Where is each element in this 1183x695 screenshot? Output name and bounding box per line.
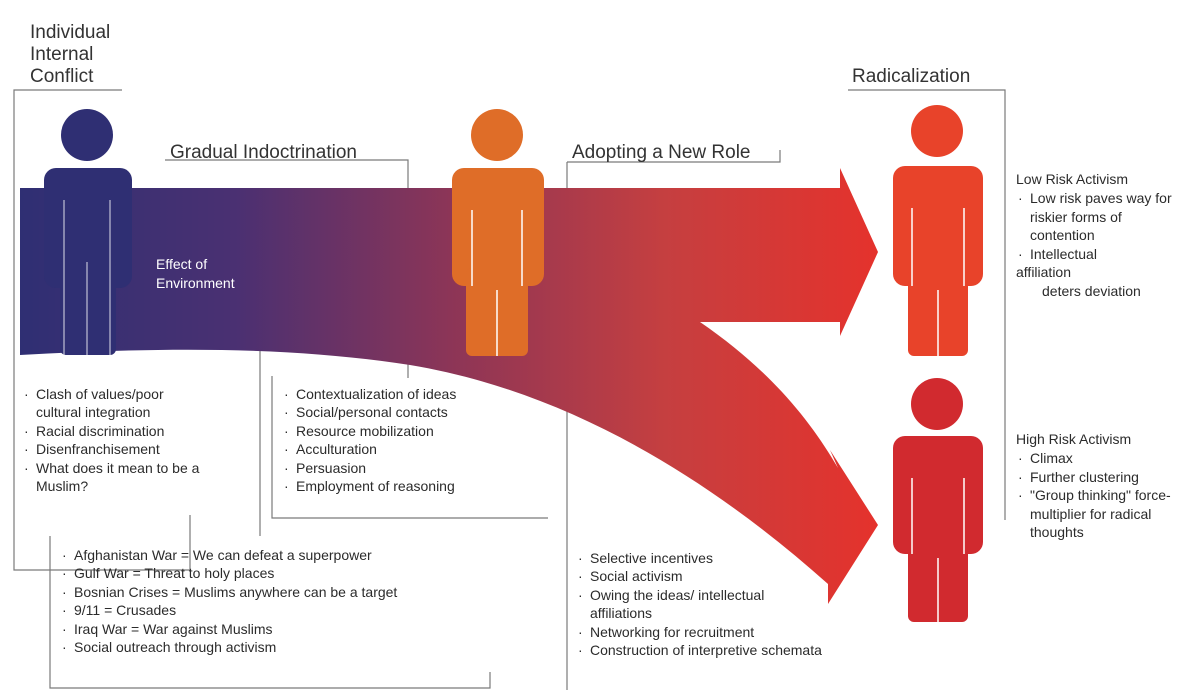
stage-adopting-label: Adopting a New Role [572,142,751,163]
list-item: Low risk paves way for riskier forms of … [1016,189,1181,244]
low-risk-continuation-2: deters deviation [1042,282,1141,299]
bracket-gradual-box [271,376,548,519]
indoctrination-list: Contextualization of ideas Social/person… [282,385,542,496]
list-item: Selective incentives [576,549,826,568]
bracket-adopting [567,150,781,163]
stage-radicalization-label: Radicalization [852,66,971,87]
environment-list: Afghanistan War = We can defeat a superp… [60,546,490,657]
list-item: Acculturation [282,440,542,459]
indoctrinated-figure-detail [471,210,523,356]
low-risk-block: Low Risk Activism Low risk paves way for… [1016,170,1181,300]
list-item: Employment of reasoning [282,477,542,496]
low-risk-figure-detail [911,208,965,356]
list-item: Racial discrimination [22,422,207,441]
bracket-environment-box [49,536,491,689]
list-item: "Group thinking" force-multiplier for ra… [1016,486,1181,541]
high-risk-figure-detail [911,478,965,622]
list-item: Social activism [576,567,826,586]
list-item: Afghanistan War = We can defeat a superp… [60,546,490,565]
low-risk-title: Low Risk Activism [1016,171,1129,187]
role-list: Selective incentives Social activism Owi… [576,549,826,660]
stage-gradual-label: Gradual Indoctrination [170,142,357,163]
bracket-lines [13,89,1006,690]
list-item: Social/personal contacts [282,403,542,422]
list-item: Bosnian Crises = Muslims anywhere can be… [60,583,490,602]
list-item: Contextualization of ideas [282,385,542,404]
list-item: 9/11 = Crusades [60,601,490,620]
list-item: What does it mean to be a Muslim? [22,459,207,496]
list-item: Networking for recruitment [576,623,826,642]
list-item: Intellectual [1016,245,1181,264]
individual-figure-detail [63,200,111,355]
list-item: Social outreach through activism [60,638,490,657]
list-item: Owing the ideas/ intellectual affiliatio… [576,586,826,623]
low-risk-continuation: affiliation [1016,264,1072,281]
list-item: Iraq War = War against Muslims [60,620,490,639]
list-item: Climax [1016,449,1181,468]
low-risk-person-icon [893,105,983,356]
list-item: Construction of interpretive schemata [576,641,826,660]
list-item: Resource mobilization [282,422,542,441]
list-item: Disenfranchisement [22,440,207,459]
stage-individual-label: Individual Internal Conflict [30,22,111,87]
list-item: Persuasion [282,459,542,478]
bracket-radicalization [848,89,1006,520]
flow-arrow [20,168,878,604]
bracket-individual [13,89,122,380]
high-risk-title: High Risk Activism [1016,431,1132,447]
conflict-list: Clash of values/poor cultural integratio… [22,385,207,496]
list-item: Clash of values/poor cultural integratio… [22,385,207,422]
list-item: Gulf War = Threat to holy places [60,564,490,583]
effect-of-environment-label: Effect of Environment [156,256,235,291]
list-item: Further clustering [1016,468,1181,487]
high-risk-block: High Risk Activism Climax Further cluste… [1016,430,1181,542]
